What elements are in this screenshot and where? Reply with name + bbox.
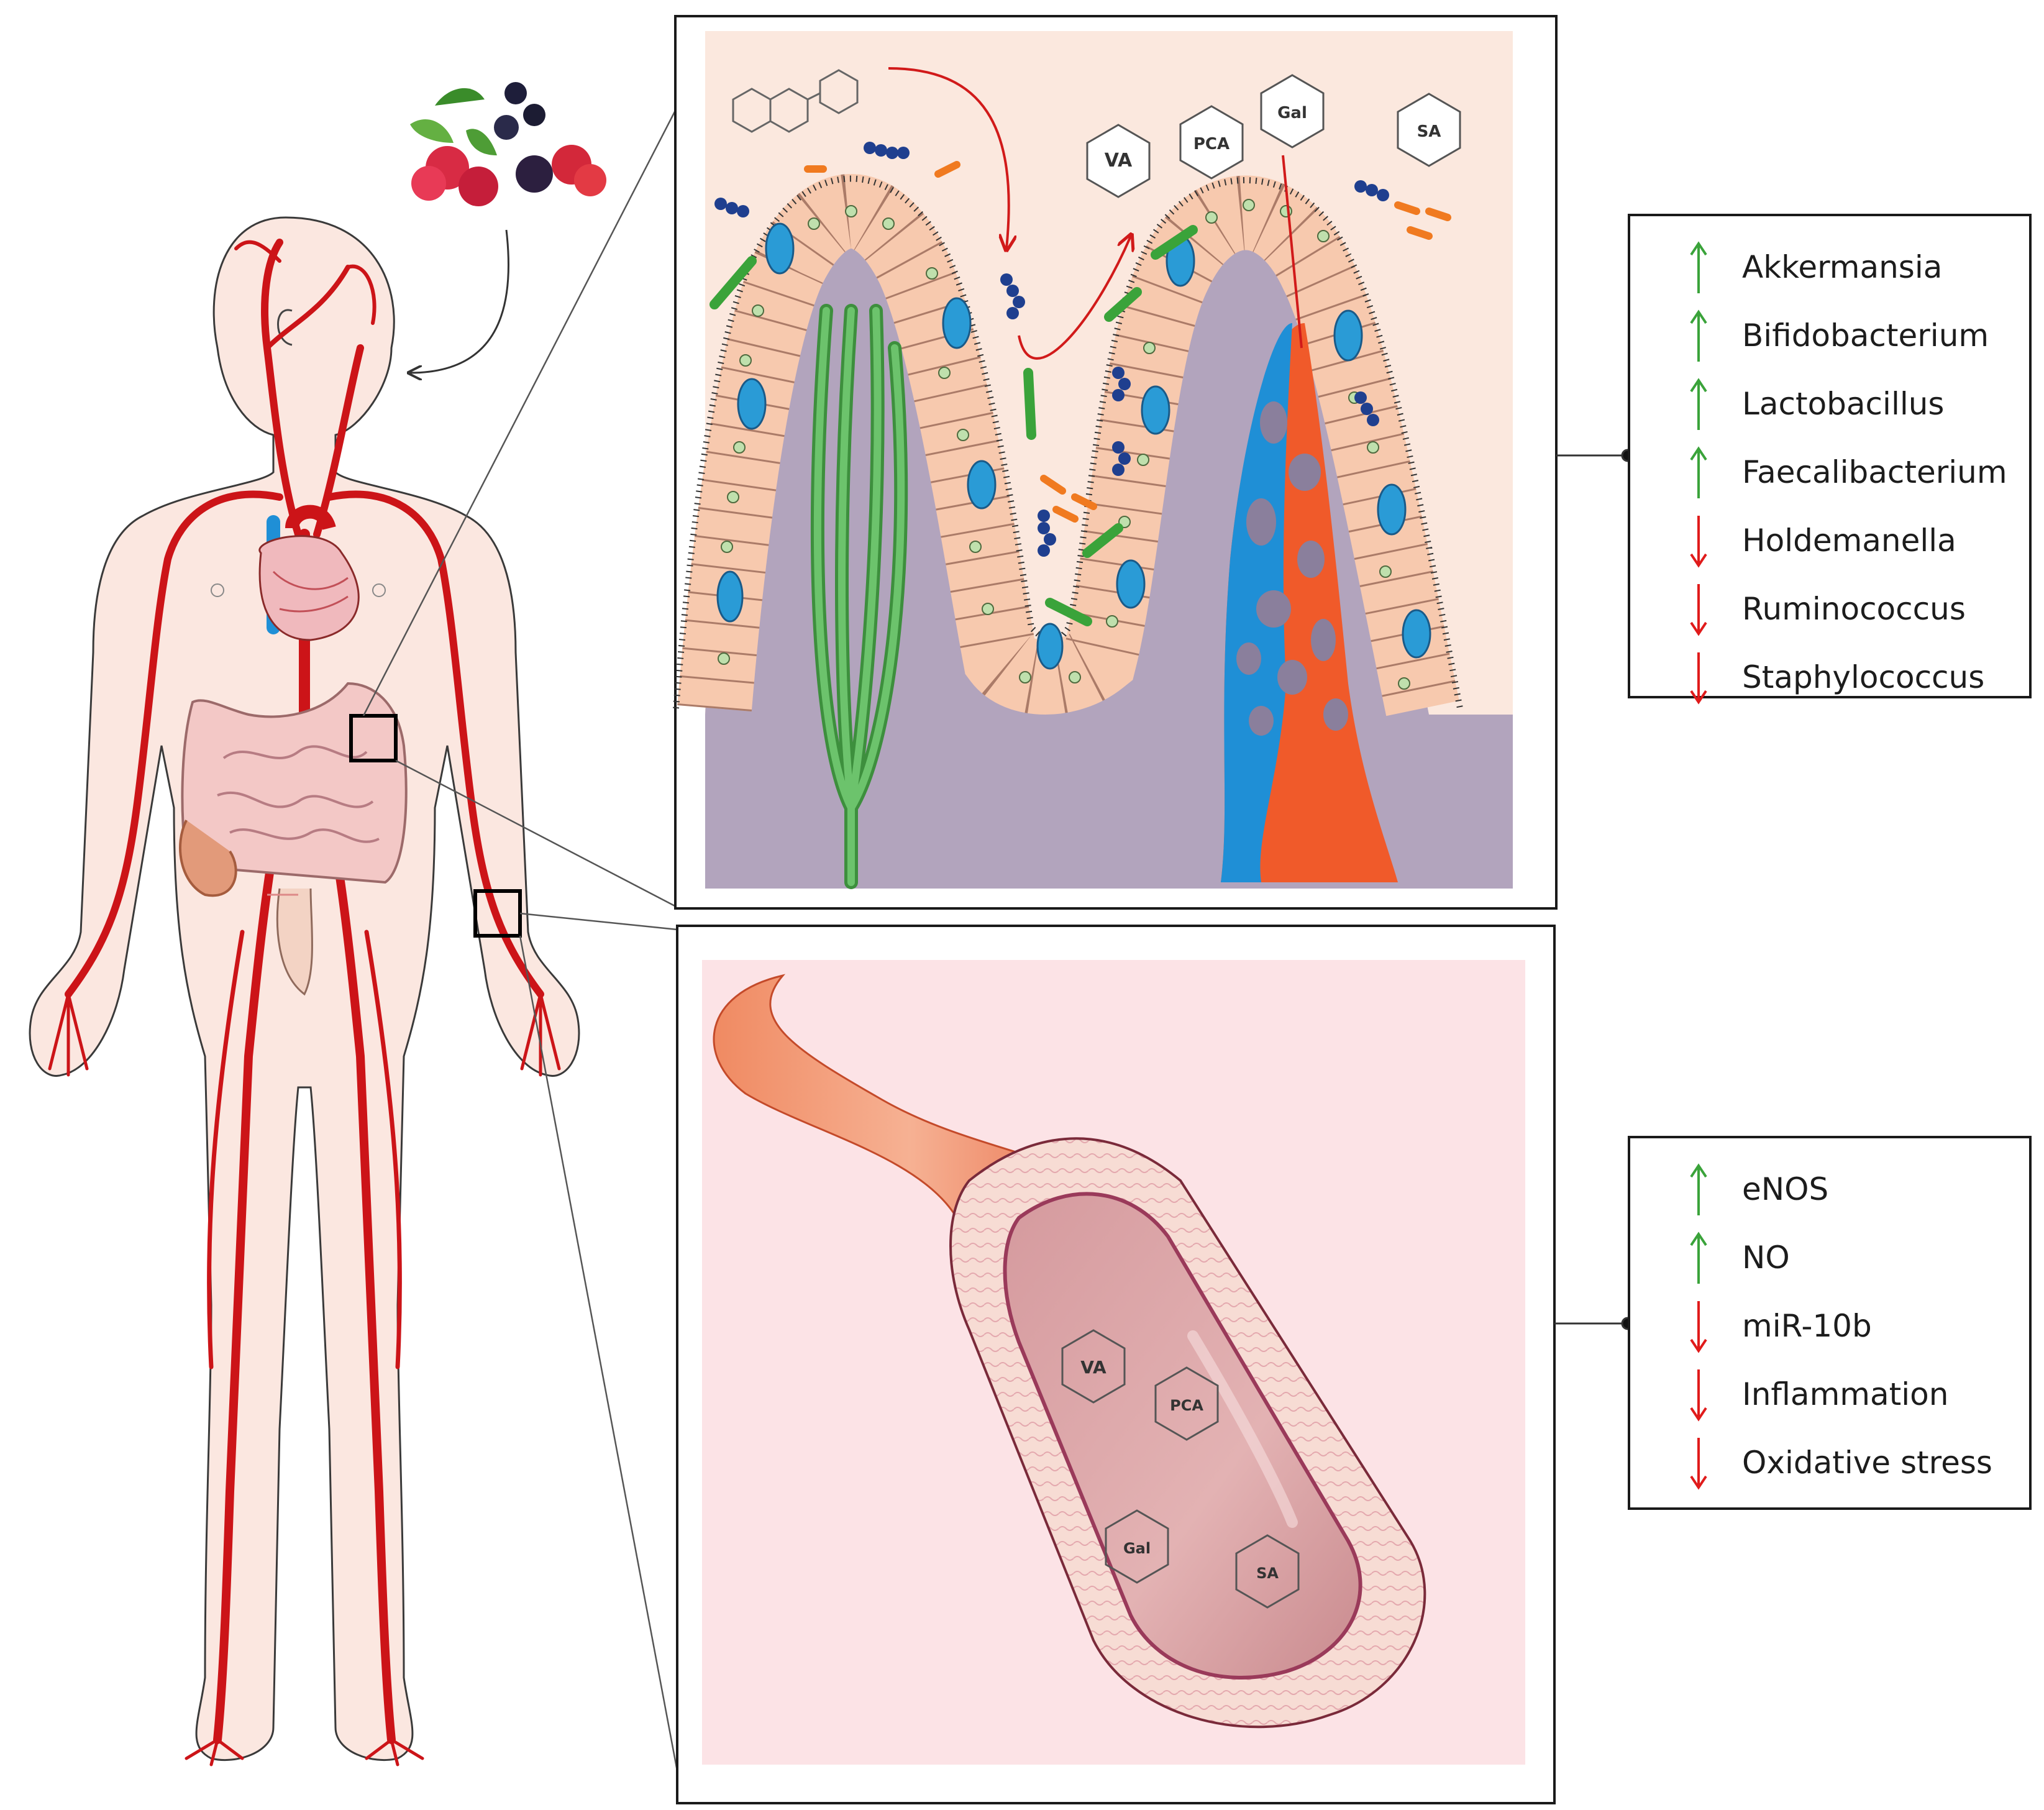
microbiota-label: Akkermansia: [1742, 249, 1943, 285]
microbiota-item: Lactobacillus: [1630, 370, 2029, 439]
arrow-up-icon: [1686, 378, 1711, 431]
ear: [277, 309, 293, 346]
vascular-item: Oxidative stress: [1630, 1429, 2029, 1497]
vessel-metabolite-label-pca: PCA: [1170, 1397, 1203, 1414]
microbiota-item: Bifidobacterium: [1630, 302, 2029, 370]
metabolite-label-va: VA: [1105, 150, 1133, 171]
metabolite-sa: SA: [1397, 93, 1461, 167]
vessel-metabolite-va: VA: [1061, 1329, 1126, 1404]
nipple-right: [372, 583, 386, 597]
vessel-lumen: [1003, 1192, 1362, 1680]
microbiota-item: Holdemanella: [1630, 507, 2029, 575]
arrow-up-icon: [1686, 1232, 1711, 1285]
vessel-metabolite-pca: PCA: [1154, 1366, 1219, 1441]
microbiota-label: Holdemanella: [1742, 523, 1956, 559]
vascular-label: miR-10b: [1742, 1308, 1872, 1344]
pathway-arrow-1: [888, 67, 1009, 249]
human-body: [29, 216, 580, 1767]
vascular-label: NO: [1742, 1240, 1790, 1276]
gut-panel: VA PCA Gal SA: [673, 15, 1558, 910]
legend-connectors: [1554, 449, 1635, 1330]
cell-nuclei: [718, 199, 1410, 690]
vascular-label: Inflammation: [1742, 1376, 1949, 1412]
arrow-down-icon: [1686, 1437, 1711, 1490]
vascular-label: eNOS: [1742, 1171, 1829, 1207]
zoom-box-intestine: [349, 714, 398, 762]
microbiota-label: Bifidobacterium: [1742, 318, 1989, 354]
bacteria-rods: [709, 225, 1198, 626]
metabolite-pca: PCA: [1179, 105, 1244, 180]
capillary-network: [1221, 323, 1398, 882]
metabolite-va: VA: [1086, 124, 1151, 198]
nipple-left: [211, 583, 224, 597]
metabolite-label-sa: SA: [1417, 122, 1441, 141]
metabolite-label-gal: Gal: [1277, 104, 1307, 122]
arrow-down-icon: [1686, 651, 1711, 705]
pathway-arrow-3: [1282, 155, 1303, 349]
arrow-up-icon: [1686, 446, 1711, 500]
arrow-up-icon: [1686, 309, 1711, 363]
vessel-metabolite-gal: Gal: [1105, 1509, 1169, 1584]
vessel-metabolite-label-gal: Gal: [1123, 1540, 1151, 1557]
arrow-down-icon: [1686, 583, 1711, 636]
microbiota-label: Staphylococcus: [1742, 659, 1985, 695]
anthocyanin-structure: [732, 69, 859, 133]
vessel-panel: VA PCA Gal SA: [676, 925, 1556, 1804]
vascular-item: NO: [1630, 1224, 2029, 1292]
microbiota-item: Faecalibacterium: [1630, 439, 2029, 507]
vascular-label: Oxidative stress: [1742, 1445, 1992, 1481]
pathway-arrow-2: [1018, 236, 1131, 360]
microbiota-item: Akkermansia: [1630, 234, 2029, 302]
microbiota-label: Faecalibacterium: [1742, 454, 2007, 490]
berries-icon: [410, 82, 606, 206]
goblet-cells: [716, 222, 1431, 670]
metabolite-label-pca: PCA: [1193, 135, 1230, 153]
lumen-highlight: [1187, 1330, 1298, 1528]
bacteria-short: [804, 161, 1451, 523]
arrow-up-icon: [1686, 1163, 1711, 1217]
arrow-down-icon: [1686, 1368, 1711, 1422]
arrow-up-icon: [1686, 241, 1711, 295]
connector-lines: [362, 106, 678, 1771]
microbiota-label: Ruminococcus: [1742, 591, 1966, 627]
berries-to-mouth-arrow: [410, 229, 509, 373]
microbiota-item: Ruminococcus: [1630, 575, 2029, 644]
microbiota-label: Lactobacillus: [1742, 386, 1945, 422]
arrow-down-icon: [1686, 514, 1711, 568]
vascular-item: eNOS: [1630, 1156, 2029, 1224]
vessel-metabolite-label-sa: SA: [1256, 1565, 1279, 1582]
vessel-metabolite-label-va: VA: [1080, 1357, 1106, 1378]
vascular-item: miR-10b: [1630, 1292, 2029, 1361]
vessel-metabolite-sa: SA: [1235, 1534, 1300, 1609]
microbiota-item: Staphylococcus: [1630, 644, 2029, 712]
metabolite-gal: Gal: [1260, 74, 1325, 149]
heart-icon: [258, 505, 360, 641]
bacteria-cocci: [714, 142, 1389, 557]
arrow-down-icon: [1686, 1300, 1711, 1353]
vascular-item: Inflammation: [1630, 1361, 2029, 1429]
